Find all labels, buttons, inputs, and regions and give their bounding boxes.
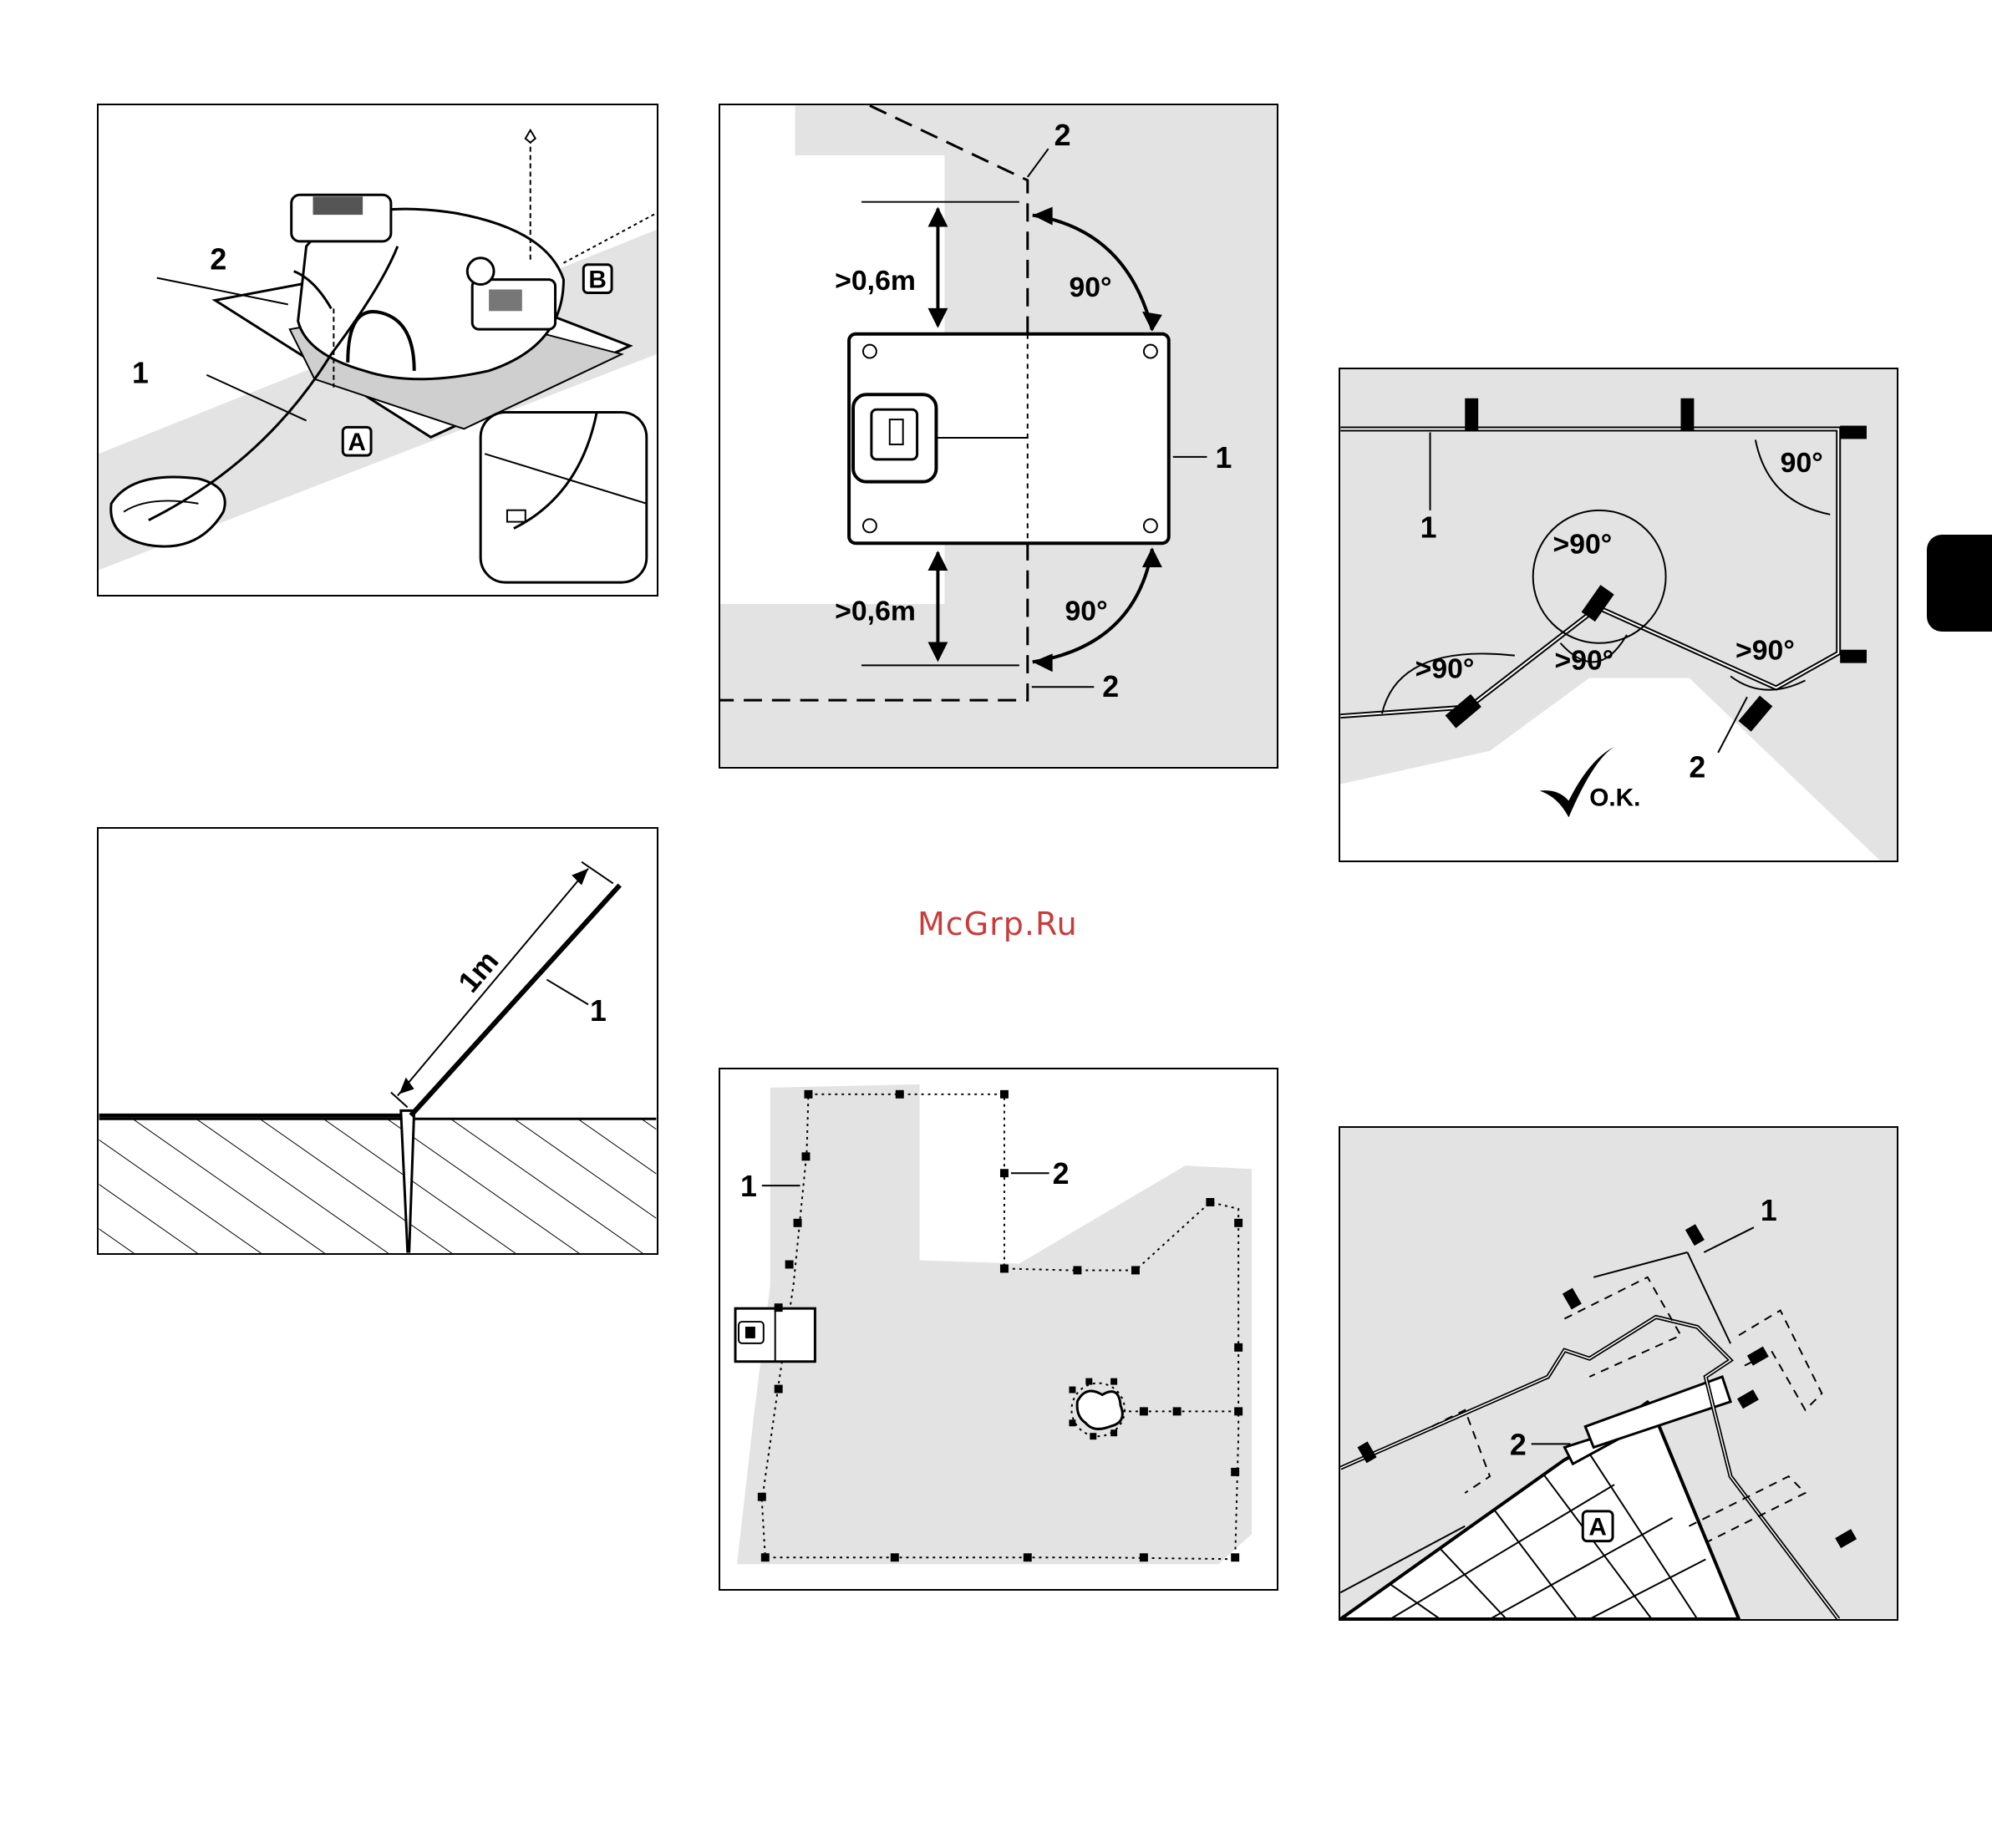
angle-left-label: >90° <box>1415 652 1475 684</box>
stake-distance-illustration: 1m 1 <box>99 829 657 1253</box>
length-label: 1m <box>452 944 506 998</box>
angle-right-inner-label: >90° <box>1735 635 1795 667</box>
callout-2: 2 <box>1053 1157 1070 1191</box>
callout-2: 2 <box>1510 1428 1527 1461</box>
callout-2-top: 2 <box>1054 119 1071 152</box>
section-tab <box>1927 535 1992 632</box>
figure-patio-boundary: 1 2 A <box>1339 1126 1898 1621</box>
marker-a: A <box>348 429 366 456</box>
figure-docking-station: 1 2 A B <box>97 104 658 597</box>
angle-right-label: 90° <box>1781 447 1823 479</box>
boundary-corners-illustration: 1 2 90° >90° >90° >90° >90° O.K. <box>1340 369 1897 861</box>
watermark: McGrp.Ru <box>917 906 1078 942</box>
callout-1: 1 <box>132 357 149 390</box>
angle-middle-label: >90° <box>1555 645 1614 677</box>
marker-b: B <box>588 267 607 294</box>
callout-2-bottom: 2 <box>1102 670 1119 703</box>
station-distance-illustration: 2 1 2 >0,6m >0,6m 90° 90° <box>720 105 1277 767</box>
angle-top-label: 90° <box>1069 272 1111 303</box>
figure-lawn-layout: 1 2 <box>719 1068 1278 1591</box>
callout-1: 1 <box>1761 1194 1777 1227</box>
figure-boundary-corners: 1 2 90° >90° >90° >90° >90° O.K. <box>1339 368 1898 862</box>
callout-1: 1 <box>1215 441 1232 475</box>
distance-top-label: >0,6m <box>835 265 916 297</box>
figure-stake-distance: 1m 1 <box>97 827 658 1255</box>
docking-station-illustration: 1 2 A B <box>99 105 657 595</box>
figure-station-distance: 2 1 2 >0,6m >0,6m 90° 90° <box>719 104 1278 769</box>
angle-top-label: >90° <box>1553 529 1613 561</box>
marker-a: A <box>1588 1514 1607 1541</box>
callout-2: 2 <box>210 243 226 277</box>
lawn-layout-illustration: 1 2 <box>720 1069 1277 1589</box>
angle-bottom-label: 90° <box>1065 596 1108 627</box>
ok-label: O.K. <box>1589 784 1640 811</box>
callout-1: 1 <box>590 994 607 1028</box>
distance-bottom-label: >0,6m <box>835 596 916 627</box>
callout-2: 2 <box>1689 751 1705 784</box>
callout-1: 1 <box>1420 511 1437 545</box>
patio-boundary-illustration: 1 2 A <box>1340 1128 1897 1619</box>
callout-1: 1 <box>740 1170 757 1203</box>
